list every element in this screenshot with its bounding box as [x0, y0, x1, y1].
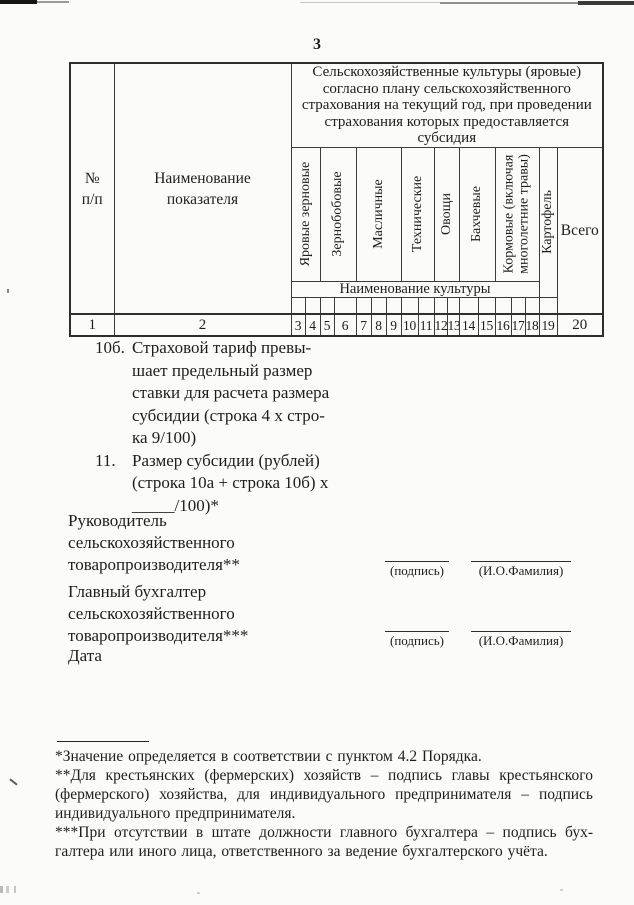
blank-culture-cell-19 — [538, 296, 558, 315]
blank-culture-cell-3 — [290, 296, 306, 315]
culture-col-industrial: Технические — [400, 146, 435, 282]
scan-artifact-topline-faint — [300, 2, 578, 3]
signature-line-accountant-name: (И.О.Фамилия) — [471, 631, 571, 649]
blank-culture-cell-9 — [385, 296, 402, 315]
signature-line-accountant-sign: (подпись) — [385, 631, 449, 649]
blank-culture-cell-14 — [458, 296, 479, 315]
scan-artifact-topline-mid — [440, 2, 590, 4]
footnote-1: *Значение определяется в соответствии с … — [55, 748, 482, 765]
blank-culture-cell-15 — [477, 296, 496, 315]
scan-artifact-bottom-noise — [0, 886, 22, 893]
signature-title-head: Руководитель сельскохозяйственного товар… — [68, 511, 240, 574]
footnote-separator — [57, 741, 149, 742]
row-text: Размер субсидии (рублей) (строка 10а + с… — [132, 450, 329, 515]
blank-culture-cell-13 — [446, 296, 460, 315]
indicator-row-10b: 10б. Страховой тариф превы- шает предель… — [95, 337, 375, 450]
scan-artifact-bottom-dot-2 — [560, 889, 563, 891]
scan-artifact-margin-tick — [9, 778, 18, 786]
culture-col-oilseeds: Масличные — [355, 146, 402, 282]
signature-line-head-sign: (подпись) — [385, 561, 449, 579]
date-label: Дата — [68, 646, 102, 665]
row-text: Страховой тариф превы- шает предельный р… — [132, 338, 330, 447]
scan-artifact-topline-gray — [37, 1, 69, 3]
column-numbers-row: 1 2 3 4 5 6 7 8 9 10 11 12 13 14 15 16 1… — [69, 313, 604, 337]
culture-col-spring-grains: Яровые зерновые — [290, 146, 321, 282]
blank-culture-cell-12 — [433, 296, 448, 315]
blank-culture-cell-18 — [524, 296, 540, 315]
blank-culture-cell-11 — [417, 296, 435, 315]
blank-culture-cell-6 — [333, 296, 357, 315]
scan-artifact-bottom-dot-1 — [197, 892, 200, 894]
group-header-crops: Сельскохозяйственные культуры (яровые) с… — [290, 62, 604, 148]
scan-artifact-topline-black — [0, 0, 37, 4]
blank-culture-cell-17 — [510, 296, 526, 315]
row-number: 10б. — [95, 338, 125, 357]
footnote-2: **Для крестьянских (фермерских) хозяйств… — [55, 767, 593, 822]
column-header-row-number: № п/п — [69, 62, 115, 315]
blank-culture-cell-16 — [494, 296, 512, 315]
footnote-3: ***При отсутствии в штате должности глав… — [55, 824, 593, 860]
signature-title-accountant: Главный бухгалтер сельскохозяйственного … — [68, 582, 249, 645]
blank-culture-cell-5 — [319, 296, 335, 315]
culture-name-subheader: Наименование культуры — [290, 280, 540, 298]
footnotes-section: *Значение определяется в соответствии с … — [55, 741, 593, 861]
indicator-rows: 10б. Страховой тариф превы- шает предель… — [95, 337, 375, 517]
subsidy-calculation-table: № п/п Наименование показателя Сельскохоз… — [69, 62, 605, 337]
indicator-row-11: 11. Размер субсидии (рублей) (строка 10а… — [95, 450, 375, 518]
column-header-indicator-name: Наименование показателя — [113, 62, 292, 315]
column-header-total: Всего — [556, 146, 604, 315]
culture-col-vegetables: Овощи — [433, 146, 460, 282]
blank-culture-cell-4 — [304, 296, 321, 315]
row-number: 11. — [95, 450, 116, 470]
page-number: 3 — [313, 36, 321, 53]
blank-culture-cell-8 — [370, 296, 387, 315]
culture-col-fodder: Кормовые (включая многолетние травы) — [494, 146, 540, 282]
blank-culture-cell-7 — [355, 296, 372, 315]
blank-culture-cell-10 — [400, 296, 419, 315]
scan-artifact-margin-dot — [7, 289, 9, 293]
scan-artifact-topline-right — [578, 1, 634, 5]
culture-col-potato: Картофель — [538, 146, 558, 298]
culture-col-legumes: Зернобобовые — [319, 146, 357, 282]
culture-col-melons: Бахчевые — [458, 146, 496, 282]
signature-line-head-name: (И.О.Фамилия) — [471, 561, 571, 579]
